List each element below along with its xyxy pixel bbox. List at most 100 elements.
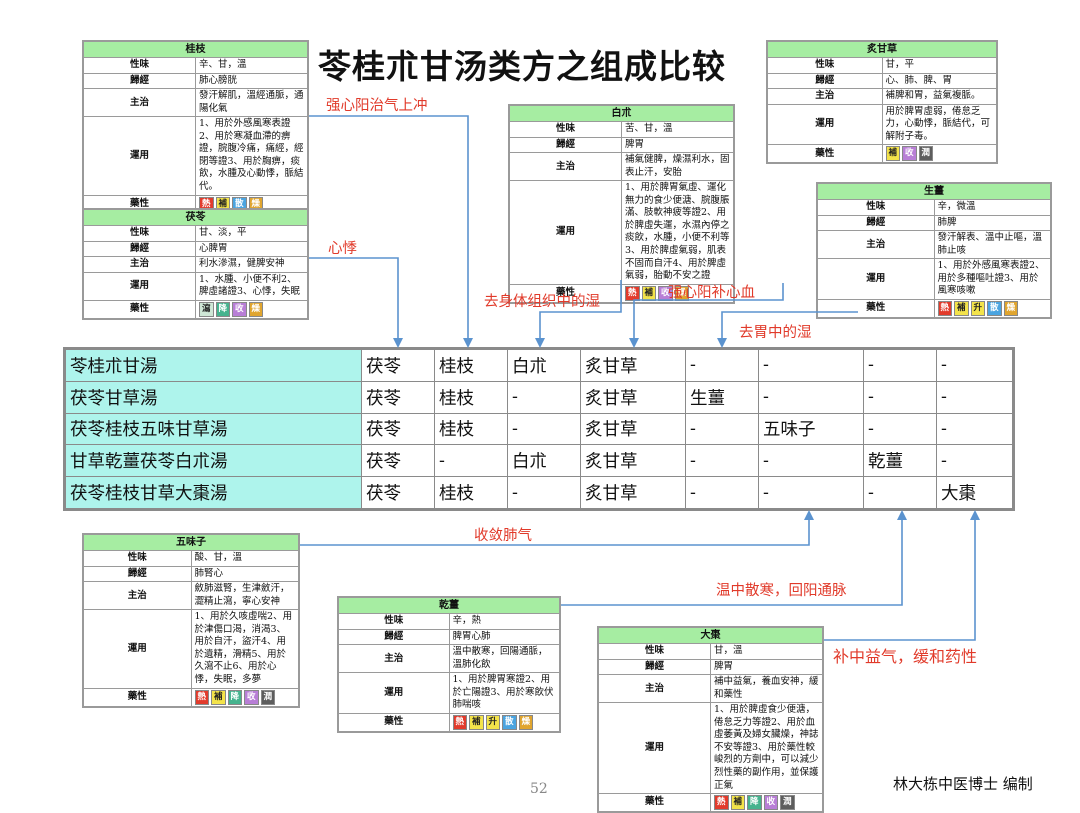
herb-row-label: 歸經 [767,72,883,90]
formula-name: 甘草乾薑茯苓白朮湯 [65,444,362,478]
herb-row: 歸經脾胃 [598,658,823,676]
formula-row: 茯苓甘草湯茯苓桂枝-炙甘草生薑--- [65,380,1013,414]
herb-row: 運用用於脾胃虛弱，倦怠乏力，心動悸，脈結代，可解附子毒。 [767,103,997,146]
herb-row-text: 1、水腫、小便不利2、脾虛諸證3、心悸，失眠 [195,271,308,301]
herb-row-label: 運用 [83,271,196,301]
herb-row: 歸經脾胃 [509,136,734,154]
herb-row: 主治補脾和胃，益氣複脈。 [767,88,997,105]
herb-properties: 藥性瀉降收燥 [83,299,308,319]
herb-row-label: 主治 [338,644,450,674]
herb-row-text: 補中益氣，養血安神，緩和藥性 [710,674,823,704]
property-badge: 收 [902,146,917,162]
property-badge: 燥 [248,301,264,317]
page-title: 苓桂朮甘汤类方之组成比较 [318,47,726,86]
formula-name: 茯苓甘草湯 [65,380,362,414]
formula-ingredient: - [863,476,937,509]
property-badge: 熱 [937,300,953,316]
herb-properties-label: 藥性 [83,299,196,319]
herb-row-label: 歸經 [83,240,196,258]
herb-row-label: 運用 [338,672,450,714]
herb-row-text: 1、用於外感風寒表證2、用於寒凝血滯的痹證，脘腹冷痛，痛經，經閉等證3、用於胸痹… [195,116,308,196]
formula-ingredient: 炙甘草 [580,476,686,509]
formula-ingredient: 茯苓 [361,380,435,414]
herb-row-text: 用於脾胃虛弱，倦怠乏力，心動悸，脈結代，可解附子毒。 [881,103,997,146]
property-badge: 升 [485,714,501,730]
herb-row: 性味甘，平 [767,57,997,74]
page-number: 52 [530,781,548,797]
herb-row-label: 性味 [598,643,711,660]
formula-row: 茯苓桂枝五味甘草湯茯苓桂枝-炙甘草-五味子-- [65,412,1013,446]
arrow-gancao [629,283,784,348]
property-badge: 補 [469,714,484,730]
property-badge: 收 [232,301,247,317]
herb-row: 歸經脾胃心肺 [338,628,560,646]
formula-row: 苓桂朮甘湯茯苓桂枝白朮炙甘草---- [65,349,1013,382]
herb-row-label: 主治 [598,674,711,704]
herb-row: 主治補氣健脾，燥濕利水，固表止汗，安胎 [509,152,734,182]
property-badge: 補 [211,689,226,705]
herb-row: 歸經心脾胃 [83,240,308,258]
formula-ingredient: - [758,349,864,382]
annotation-baizhu: 去身体组织中的湿 [484,294,600,310]
herb-row: 性味甘，溫 [598,643,823,660]
author-credit: 林大栋中医博士 编制 [893,775,1033,793]
property-badge: 補 [954,300,969,316]
arrow-baizhu [535,280,622,348]
formula-ingredient: 茯苓 [361,476,435,509]
herb-row-label: 歸經 [598,658,711,676]
herb-row-label: 運用 [598,702,711,795]
herb-row-label: 主治 [83,581,192,611]
formula-ingredient: 乾薑 [863,444,937,478]
herb-properties-label: 藥性 [598,793,711,813]
herb-row-label: 性味 [83,57,196,74]
property-badge: 燥 [518,714,534,730]
herb-name: 白朮 [509,104,734,123]
herb-row: 主治發汗解表、溫中止嘔，溫肺止咳 [817,230,1051,260]
herb-properties: 藥性熱補收燥 [509,283,734,303]
herb-row-label: 歸經 [338,628,450,646]
formula-ingredient: - [863,412,937,446]
herb-row-label: 主治 [817,230,935,260]
herb-row: 主治斂肺滋腎，生津斂汗，澀精止瀉，寧心安神 [83,581,299,611]
property-badge: 潤 [260,689,276,705]
herb-properties-label: 藥性 [338,712,450,732]
formula-ingredient: 桂枝 [434,349,508,382]
arrow-dazao [824,510,980,641]
property-badge: 降 [215,301,231,317]
annotation-dazao: 补中益气，缓和药性 [833,647,978,666]
formula-ingredient: 炙甘草 [580,380,686,414]
arrow-guizhi [309,115,473,348]
herb-properties: 藥性補收潤 [767,144,997,164]
herb-name: 大棗 [598,626,823,645]
herb-row-label: 運用 [83,609,192,689]
property-badge: 升 [970,300,986,316]
herb-row: 歸經肺心膀胱 [83,72,308,90]
herb-row-text: 溫中散寒，回陽通脈，溫肺化飲 [448,644,560,674]
formula-ingredient: - [758,476,864,509]
herb-card-zhigancao: 炙甘草性味甘，平歸經心、肺、脾、胃主治補脾和胃，益氣複脈。運用用於脾胃虛弱，倦怠… [766,40,998,165]
herb-name: 生薑 [817,182,1051,201]
arrow-ganjiang [561,510,907,606]
property-badge: 熱 [625,285,640,301]
formula-ingredient: 茯苓 [361,349,435,382]
herb-name: 乾薑 [338,596,560,615]
property-badge: 熱 [452,714,468,730]
formula-ingredient: 五味子 [758,412,864,446]
annotation-guizhi: 强心阳治气上冲 [326,98,428,114]
property-badge: 散 [502,714,517,730]
property-badge: 散 [987,300,1002,316]
herb-row-text: 1、用於久咳虛喘2、用於津傷口渴，消渴3、用於自汗，盜汗4、用於遺精，滑精5、用… [190,609,299,689]
formula-ingredient: 炙甘草 [580,444,686,478]
herb-row-label: 主治 [83,256,196,273]
herb-properties-label: 藥性 [509,283,622,303]
property-badge: 降 [227,689,243,705]
herb-row-label: 主治 [83,88,196,118]
arrow-shengjiang [717,311,858,348]
herb-row: 性味辛，微溫 [817,199,1051,216]
herb-properties: 藥性熱補升散燥 [817,298,1051,318]
herb-row-text: 發汗解肌，溫經通脈，通陽化氣 [195,88,308,118]
